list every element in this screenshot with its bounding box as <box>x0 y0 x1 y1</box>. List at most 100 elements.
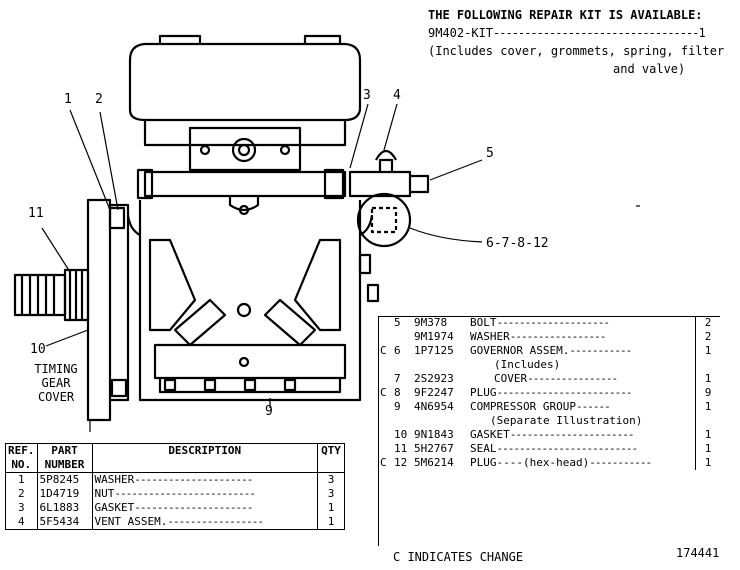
ref-cell: 10 <box>394 428 408 441</box>
desc-cell: PLUG----(hex-head)----------- <box>470 456 652 469</box>
ref-cell: 5 <box>394 316 401 329</box>
part-cell: 5M6214 <box>414 456 454 469</box>
desc-cell: COMPRESSOR GROUP------ <box>470 400 611 413</box>
change-flag: C <box>380 456 387 469</box>
cylinder-head <box>128 42 362 122</box>
table-row: 10 9N1843 GASKET---------------------- 1 <box>378 428 720 442</box>
parts-list-right-frame <box>378 316 720 546</box>
crankcase <box>138 200 362 402</box>
qty-cell <box>695 358 720 372</box>
qty-cell: 1 <box>695 456 720 470</box>
desc-cell: BOLT-------------------- <box>470 316 610 329</box>
qty-cell: 3 <box>317 472 345 487</box>
qty-cell: 1 <box>317 515 345 530</box>
governor-body <box>356 192 412 248</box>
desc-cell: (Includes) <box>494 358 561 371</box>
table-row: 7 2S2923 COVER---------------- 1 <box>378 372 720 386</box>
callout-3: 3 <box>363 88 371 103</box>
kit-line: 9M402-KIT-------------------------------… <box>428 26 706 40</box>
ref-cell: 6 <box>394 344 401 357</box>
part-cell: 5H2767 <box>414 442 454 455</box>
part-cell <box>412 414 468 428</box>
table-row: 9M1974 WASHER----------------- 2 <box>378 330 720 344</box>
change-flag <box>378 330 392 344</box>
table-row: (Separate Illustration) <box>378 414 720 428</box>
desc-cell: WASHER--------------------- <box>91 472 318 487</box>
callout-5: 5 <box>486 146 494 161</box>
table-row: 9 4N6954 COMPRESSOR GROUP------ 1 <box>378 400 720 414</box>
ref-cell: 12 <box>394 456 408 469</box>
part-cell: 6L1883 <box>36 501 93 515</box>
table-row: 3 6L1883 GASKET--------------------- 1 <box>5 501 345 515</box>
desc-cell: NUT------------------------- <box>91 487 318 501</box>
ref-cell: 9 <box>394 400 401 413</box>
qty-cell: 3 <box>317 487 345 501</box>
callout-10: 10 <box>30 342 46 357</box>
desc-cell: (Separate Illustration) <box>490 414 643 427</box>
desc-cell: COVER---------------- <box>494 372 618 385</box>
table-row: C 12 5M6214 PLUG----(hex-head)----------… <box>378 456 720 470</box>
qty-cell: 1 <box>695 428 720 442</box>
change-flag: C <box>380 386 387 399</box>
part-cell: 1D4719 <box>36 487 93 501</box>
part-cell: 9M378 <box>414 316 448 329</box>
table-row: (Includes) <box>378 358 720 372</box>
qty-cell: 1 <box>695 372 720 386</box>
table-row: 1 5P8245 WASHER--------------------- 3 <box>5 472 345 487</box>
timing-label-line1: TIMING <box>34 362 78 376</box>
desc-cell: PLUG------------------------ <box>470 386 632 399</box>
ref-cell <box>392 358 412 372</box>
desc-cell: WASHER----------------- <box>470 330 606 343</box>
kit-heading: THE FOLLOWING REPAIR KIT IS AVAILABLE: <box>428 8 703 22</box>
table-row: 5 9M378 BOLT-------------------- 2 <box>378 316 720 330</box>
table-row: 11 5H2767 SEAL------------------------- … <box>378 442 720 456</box>
kit-includes-line2: and valve) <box>613 62 686 76</box>
callout-4: 4 <box>393 88 401 103</box>
timing-label-line2: GEAR <box>41 376 71 390</box>
part-cell: 2S2923 <box>414 372 454 385</box>
kit-includes-line1: (Includes cover, grommets, spring, filte… <box>428 44 725 58</box>
ref-cell: 11 <box>394 442 408 455</box>
change-flag <box>378 442 392 456</box>
ref-cell: 1 <box>5 472 38 487</box>
part-cell: 9N1843 <box>414 428 454 441</box>
change-flag <box>378 358 392 372</box>
table-row: 4 5F5434 VENT ASSEM.----------------- 1 <box>5 515 345 530</box>
qty-cell: 1 <box>695 442 720 456</box>
qty-cell: 2 <box>695 316 720 330</box>
change-flag <box>378 400 392 414</box>
parts-table-right: 5 9M378 BOLT-------------------- 2 9M197… <box>378 316 720 470</box>
change-flag <box>378 414 392 428</box>
table-row: C 6 1P7125 GOVERNOR ASSEM.----------- 1 <box>378 344 720 358</box>
part-cell: 9M1974 <box>414 330 454 343</box>
desc-cell: SEAL------------------------- <box>470 442 638 455</box>
change-flag <box>378 428 392 442</box>
table-row: 2 1D4719 NUT------------------------- 3 <box>5 487 345 501</box>
header-part-number: PART NUMBER <box>36 443 93 473</box>
header-qty: QTY <box>317 443 345 473</box>
ref-cell: 7 <box>394 372 401 385</box>
change-flag <box>378 316 392 330</box>
ref-cell: 3 <box>5 501 38 515</box>
part-cell: 5F5434 <box>36 515 93 530</box>
timing-gear-cover-label: TIMING GEAR COVER <box>30 362 82 404</box>
qty-cell: 1 <box>695 344 720 358</box>
change-flag <box>378 372 392 386</box>
qty-cell: 1 <box>317 501 345 515</box>
qty-cell <box>695 414 720 428</box>
kit-part-number: 9M402-KIT <box>428 26 494 40</box>
desc-cell: GASKET---------------------- <box>470 428 634 441</box>
part-cell <box>412 358 468 372</box>
ref-cell: 4 <box>5 515 38 530</box>
part-cell: 1P7125 <box>414 344 454 357</box>
callout-9: 9 <box>265 404 273 419</box>
parts-table-left: REF. NO. PART NUMBER DESCRIPTION QTY 1 5… <box>5 443 345 530</box>
kit-qty: 1 <box>698 26 706 40</box>
ref-cell: 2 <box>5 487 38 501</box>
ref-cell: 8 <box>394 386 401 399</box>
illustration-number: 174441 <box>676 546 720 560</box>
desc-cell: GASKET--------------------- <box>91 501 318 515</box>
part-cell: 9F2247 <box>414 386 454 399</box>
callout-11: 11 <box>28 206 44 221</box>
